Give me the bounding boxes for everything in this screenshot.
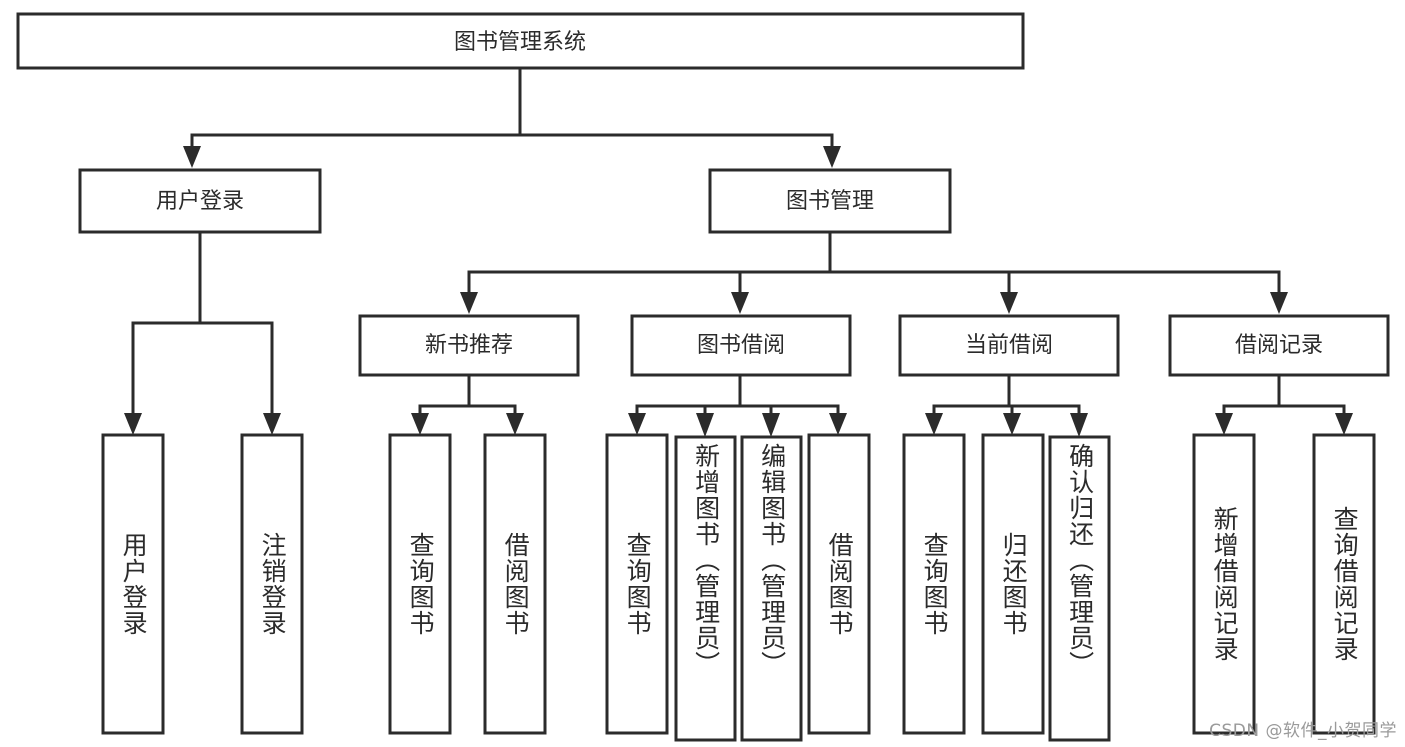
node-leaf-user-logout-box[interactable] (240, 433, 304, 735)
node-leaf-add-book-box[interactable] (674, 435, 737, 742)
node-book-manage-label: 图书管理 (786, 189, 874, 214)
node-root-label: 图书管理系统 (454, 30, 586, 55)
node-borrow-record[interactable]: 借阅记录 (1168, 314, 1390, 377)
node-leaf-user-login-box[interactable] (101, 433, 165, 735)
node-borrow-record-label: 借阅记录 (1235, 333, 1323, 358)
arrow-to-leaf-add-record (1215, 413, 1233, 435)
node-book-borrow-box[interactable] (630, 314, 852, 377)
node-leaf-query-record-box[interactable] (1312, 433, 1376, 735)
arrow-to-leaf-query-book-1 (411, 413, 429, 435)
node-root-box[interactable] (16, 12, 1025, 70)
node-book-borrow[interactable]: 图书借阅 (630, 314, 852, 377)
node-leaf-add-record-box[interactable] (1192, 433, 1256, 735)
node-leaf-borrow-book-2-box[interactable] (807, 433, 871, 735)
arrow-to-book-borrow (731, 292, 749, 314)
node-borrow-record-box[interactable] (1168, 314, 1390, 377)
node-user-login-box[interactable] (78, 168, 322, 234)
arrow-to-leaf-user-logout (263, 413, 281, 435)
arrow-to-current-borrow (1000, 292, 1018, 314)
node-book-manage[interactable]: 图书管理 (708, 168, 952, 234)
node-current-borrow[interactable]: 当前借阅 (898, 314, 1120, 377)
connector-layer (124, 66, 1353, 437)
node-leaf-return-book-box[interactable] (981, 433, 1045, 735)
node-book-manage-box[interactable] (708, 168, 952, 234)
arrow-to-leaf-add-book (696, 413, 714, 437)
node-leaf-edit-book-box[interactable] (740, 435, 803, 742)
node-user-login[interactable]: 用户登录 (78, 168, 322, 234)
node-leaf-query-book-3-box[interactable] (902, 433, 966, 735)
node-new-book-rec-box[interactable] (358, 314, 580, 377)
node-current-borrow-box[interactable] (898, 314, 1120, 377)
node-leaf-query-book-2-box[interactable] (605, 433, 669, 735)
arrow-to-leaf-query-book-3 (925, 413, 943, 435)
node-leaf-borrow-book-1-box[interactable] (483, 433, 547, 735)
arrow-to-leaf-edit-book (762, 413, 780, 437)
arrow-to-leaf-confirm-return (1070, 413, 1088, 437)
node-user-login-label: 用户登录 (156, 189, 244, 214)
arrow-to-leaf-borrow-book-1 (506, 413, 524, 435)
node-new-book-rec-label: 新书推荐 (425, 333, 513, 358)
arrow-to-leaf-query-book-2 (628, 413, 646, 435)
node-current-borrow-label: 当前借阅 (965, 333, 1053, 358)
csdn-watermark: CSDN @软件_小贺同学 (1209, 721, 1397, 741)
arrow-to-new-book-rec (460, 292, 478, 314)
arrow-to-leaf-user-login (124, 413, 142, 435)
arrow-root-to-user-login (183, 146, 201, 168)
arrow-root-to-book-manage (823, 146, 841, 168)
node-root[interactable]: 图书管理系统 (16, 12, 1025, 70)
arrow-to-leaf-query-record (1335, 413, 1353, 435)
arrow-to-leaf-return-book (1003, 413, 1021, 435)
node-new-book-rec[interactable]: 新书推荐 (358, 314, 580, 377)
node-leaf-confirm-return-box[interactable] (1048, 435, 1111, 742)
arrow-to-leaf-borrow-book-2 (829, 413, 847, 435)
arrow-to-borrow-record (1270, 292, 1288, 314)
node-leaf-query-book-1-box[interactable] (388, 433, 452, 735)
node-book-borrow-label: 图书借阅 (697, 333, 785, 358)
